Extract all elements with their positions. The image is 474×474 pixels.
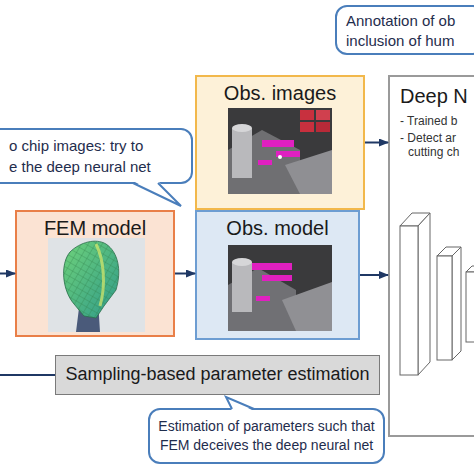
model-panel: FEM model xyxy=(15,210,175,337)
bullet-text: - Detect ar cutting ch xyxy=(400,131,474,159)
panel-title: Obs. model xyxy=(197,217,358,240)
callout-pointer xyxy=(133,181,181,206)
flow-arrow xyxy=(0,274,55,376)
callout-box: Annotation of ob inclusion of hum xyxy=(335,5,474,55)
model-panel: Obs. model xyxy=(195,210,360,340)
panel-title: FEM model xyxy=(17,217,173,240)
panel-title: Deep N xyxy=(400,85,474,108)
flow-arrow xyxy=(175,273,195,275)
observed-image xyxy=(228,108,332,194)
network-layers xyxy=(400,213,474,375)
band-text: Sampling-based parameter estimation xyxy=(56,356,379,393)
flow-arrow xyxy=(360,274,388,276)
panel-title: Obs. images xyxy=(197,82,363,105)
flow-arrow xyxy=(365,142,388,144)
callout-pointer xyxy=(226,397,254,411)
image-panel: Obs. images xyxy=(195,75,365,210)
callout-text: o chip images: try to e the deep neural … xyxy=(9,135,155,177)
fem-mesh-image xyxy=(48,238,145,332)
callout-box: Estimation of parameters such that FEM d… xyxy=(148,408,385,464)
bullet-text: - Trained b xyxy=(400,114,474,128)
callout-text: Annotation of ob inclusion of hum xyxy=(346,11,468,51)
observed-model-image xyxy=(228,245,332,331)
callout-box: o chip images: try to e the deep neural … xyxy=(0,128,193,184)
callout-text: Estimation of parameters such that FEM d… xyxy=(155,417,378,455)
network-panel: Deep N - Trained b - Detect ar cutting ch xyxy=(388,75,474,437)
estimation-band: Sampling-based parameter estimation xyxy=(55,355,380,395)
